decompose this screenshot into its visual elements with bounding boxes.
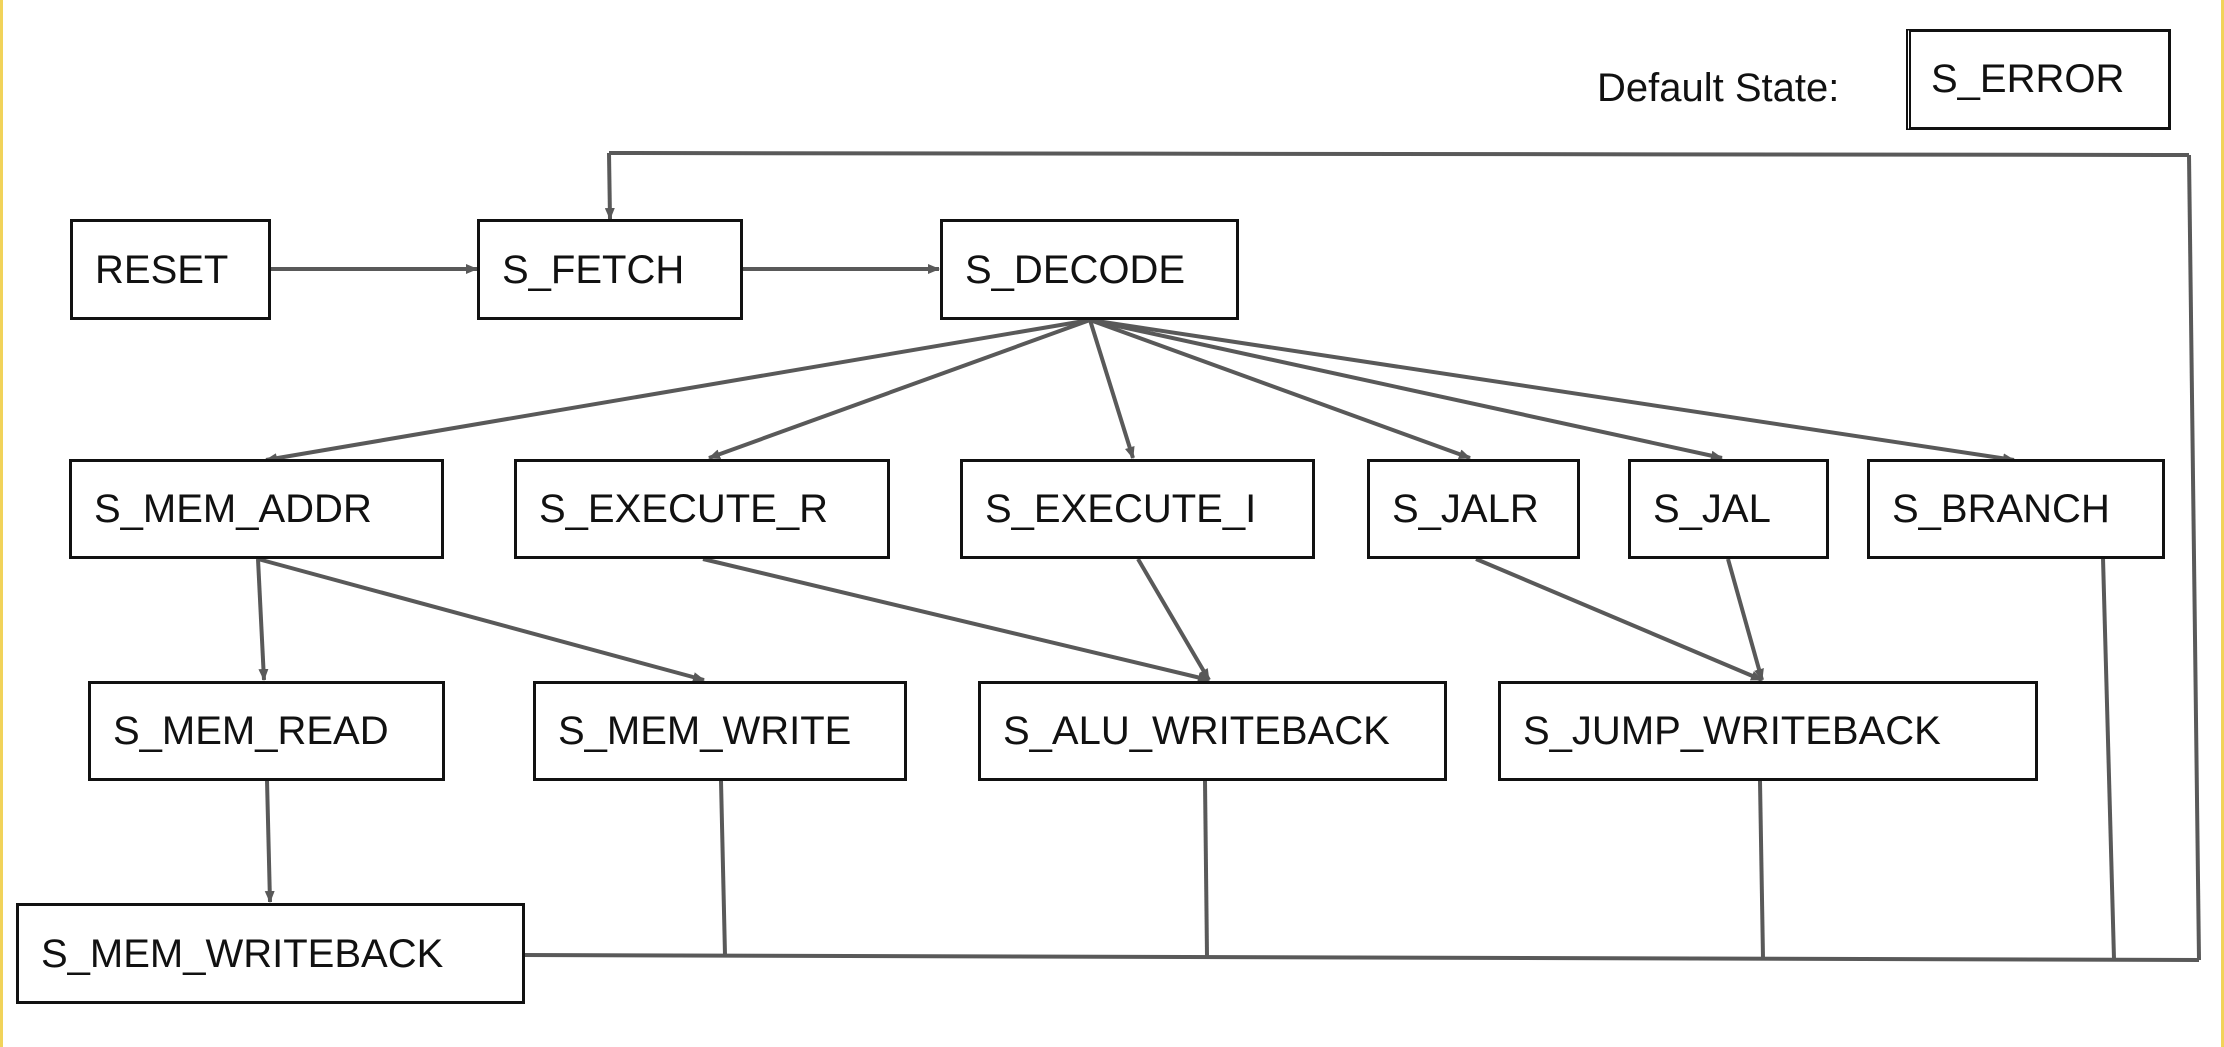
state-decode[interactable]: S_DECODE: [940, 219, 1239, 320]
edge-decode-to-jal: [1089, 318, 1723, 461]
return-bus-bottom: [522, 953, 2200, 962]
edge-jal-to-jump-writeback: [1726, 558, 1764, 681]
state-s-error-label: S_ERROR: [1931, 57, 2125, 101]
edge-mem-addr-to-mem-write: [257, 557, 705, 682]
return-bus-top: [608, 151, 2190, 157]
edge-decode-to-execute-r: [708, 318, 1091, 460]
state-s-error[interactable]: S_ERROR: [1906, 29, 2171, 130]
state-jump-writeback[interactable]: S_JUMP_WRITEBACK: [1498, 681, 2038, 781]
return-drop-branch: [2101, 557, 2116, 960]
state-jal[interactable]: S_JAL: [1628, 459, 1829, 559]
state-alu-writeback-label: S_ALU_WRITEBACK: [1003, 709, 1390, 753]
edge-execute-i-to-alu-writeback: [1136, 557, 1211, 682]
default-state-label: Default State:: [1597, 66, 1840, 110]
state-branch[interactable]: S_BRANCH: [1867, 459, 2165, 559]
state-jalr[interactable]: S_JALR: [1367, 459, 1580, 559]
state-branch-label: S_BRANCH: [1892, 487, 2110, 531]
state-decode-label: S_DECODE: [965, 247, 1186, 292]
edge-decode-to-jalr: [1089, 318, 1471, 460]
state-execute-r[interactable]: S_EXECUTE_R: [514, 459, 890, 559]
state-mem-write-label: S_MEM_WRITE: [558, 709, 852, 753]
state-execute-r-label: S_EXECUTE_R: [539, 487, 828, 531]
state-mem-read[interactable]: S_MEM_READ: [88, 681, 445, 781]
state-mem-addr[interactable]: S_MEM_ADDR: [69, 459, 444, 559]
state-jalr-label: S_JALR: [1392, 487, 1539, 531]
state-mem-writeback-label: S_MEM_WRITEBACK: [41, 931, 444, 976]
state-mem-writeback[interactable]: S_MEM_WRITEBACK: [16, 903, 525, 1004]
state-alu-writeback[interactable]: S_ALU_WRITEBACK: [978, 681, 1447, 781]
state-reset-label: RESET: [95, 247, 229, 292]
state-jump-writeback-label: S_JUMP_WRITEBACK: [1523, 709, 1941, 753]
state-reset[interactable]: RESET: [70, 219, 271, 320]
state-execute-i[interactable]: S_EXECUTE_I: [960, 459, 1315, 559]
transition-edges: [256, 151, 2201, 962]
edge-execute-r-to-alu-writeback: [702, 557, 1210, 683]
state-jal-label: S_JAL: [1653, 487, 1771, 531]
edge-return-to-fetch: [604, 152, 615, 220]
state-execute-i-label: S_EXECUTE_I: [985, 487, 1257, 531]
state-mem-write[interactable]: S_MEM_WRITE: [533, 681, 907, 781]
return-drop-alu-writeback: [1203, 780, 1209, 957]
edge-decode-to-mem-addr: [265, 318, 1091, 464]
edge-decode-to-execute-i: [1088, 319, 1135, 459]
edge-jalr-to-jump-writeback: [1475, 557, 1763, 682]
return-drop-jump-writeback: [1758, 780, 1765, 959]
edge-mem-addr-to-mem-read: [256, 558, 269, 681]
state-fetch-label: S_FETCH: [502, 247, 685, 292]
state-mem-addr-label: S_MEM_ADDR: [94, 487, 372, 531]
state-mem-read-label: S_MEM_READ: [113, 709, 389, 753]
state-fetch[interactable]: S_FETCH: [477, 219, 743, 320]
return-bus-right: [2187, 154, 2201, 961]
return-drop-mem-write: [719, 780, 727, 956]
edge-decode-to-branch: [1089, 318, 2015, 464]
edge-mem-read-to-mem-writeback: [264, 779, 275, 903]
